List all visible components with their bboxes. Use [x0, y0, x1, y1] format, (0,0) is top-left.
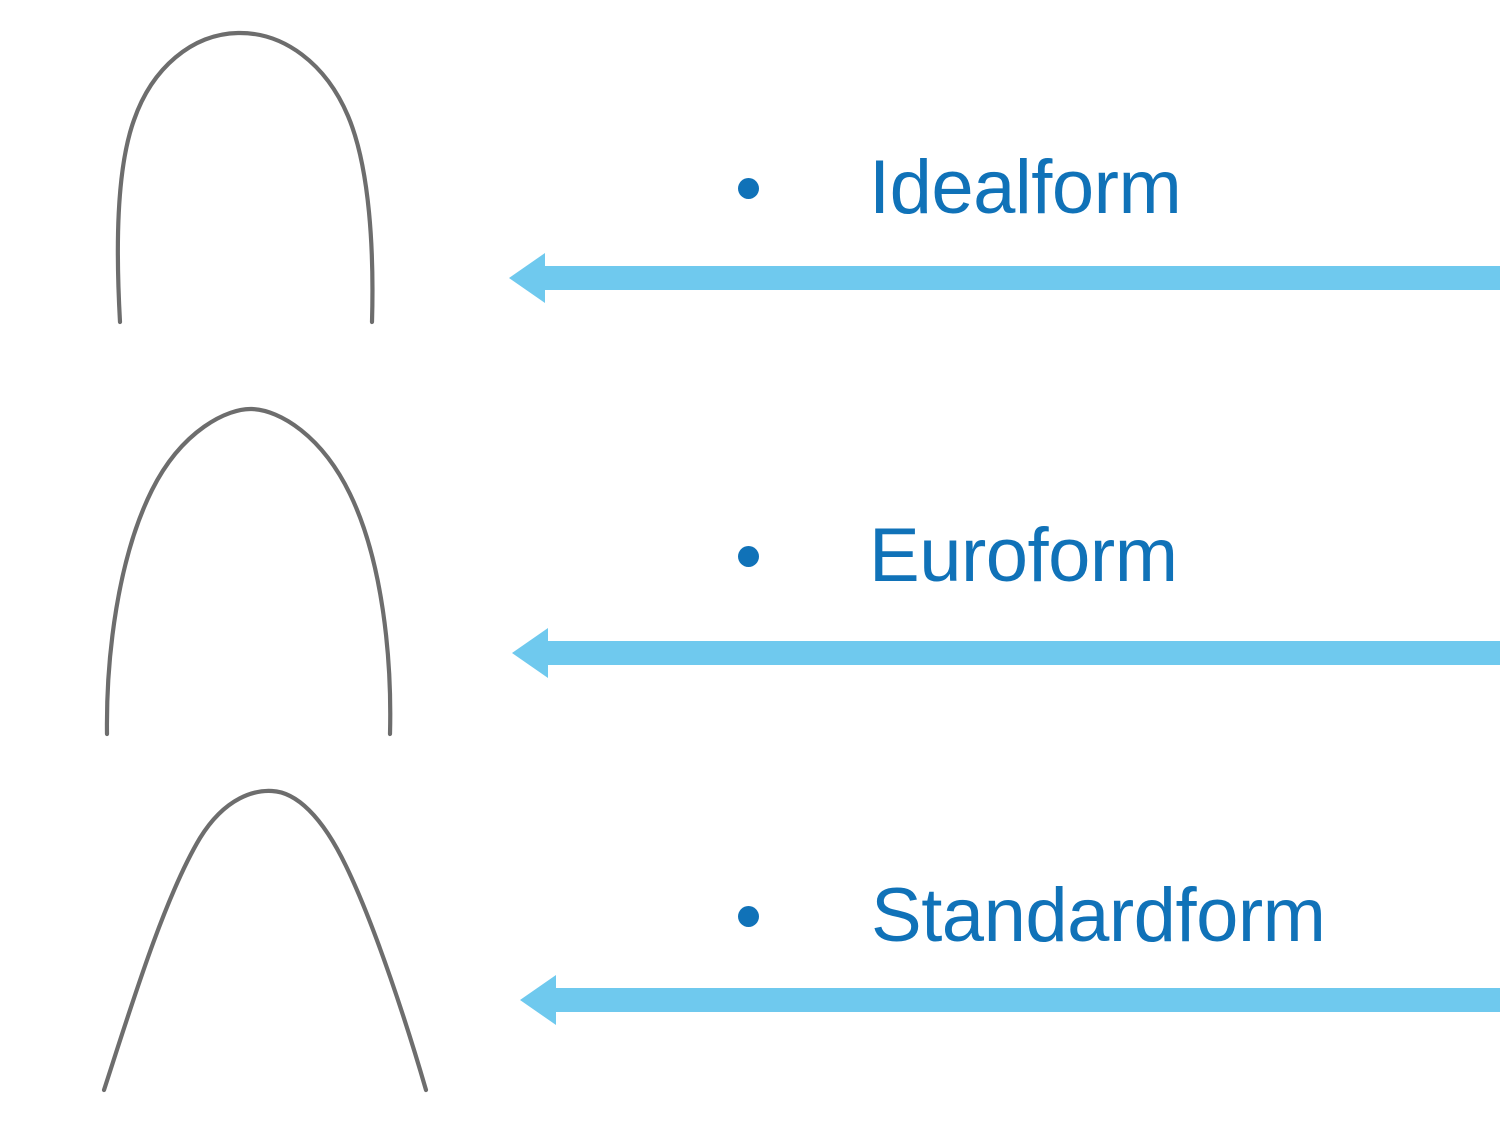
- bullet-point-icon: [738, 177, 759, 199]
- archwire-idealform: [60, 20, 480, 340]
- label-euroform: Euroform: [869, 513, 1178, 598]
- arrow-left-icon: [509, 253, 1500, 303]
- bullet-point-icon: [738, 545, 759, 567]
- label-idealform: Idealform: [869, 145, 1182, 230]
- arrow-left-icon: [512, 628, 1500, 678]
- archwire-idealform-drawing: [115, 30, 375, 325]
- archwire-standardform: [60, 780, 480, 1100]
- arrow-left-standardform: [516, 972, 1500, 1028]
- arrow-left-euroform: [508, 625, 1500, 681]
- list-item-euroform: Euroform: [738, 518, 1178, 594]
- bullet-point-icon: [738, 905, 759, 927]
- archwire-euroform-drawing: [104, 406, 393, 737]
- arrow-left-idealform: [505, 250, 1500, 306]
- archwire-standardform-drawing: [101, 788, 429, 1093]
- label-standardform: Standardform: [871, 873, 1326, 958]
- arrow-left-icon: [520, 975, 1500, 1025]
- archwire-euroform: [60, 398, 480, 748]
- list-item-idealform: Idealform: [738, 145, 1182, 230]
- list-item-standardform: Standardform: [738, 873, 1326, 958]
